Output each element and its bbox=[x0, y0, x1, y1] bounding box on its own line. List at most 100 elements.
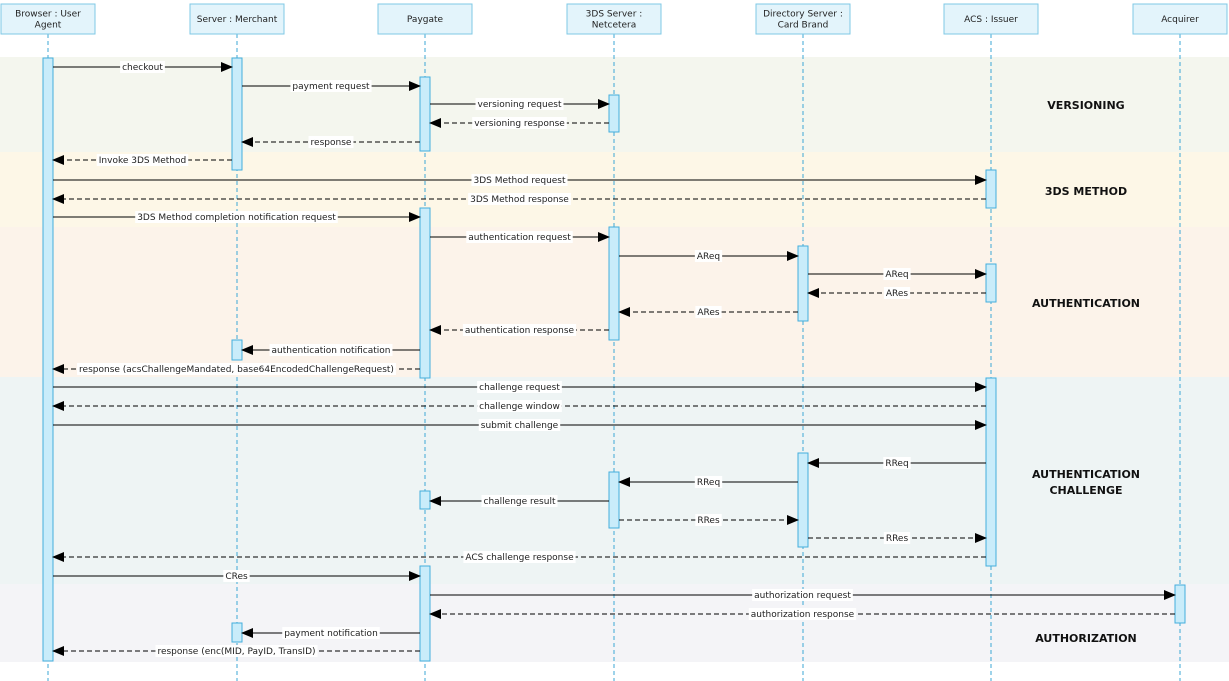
participant-box-ua bbox=[0, 3, 96, 35]
participant-name-acquirer: Acquirer bbox=[1161, 15, 1199, 25]
message-label-bg bbox=[694, 250, 723, 262]
participant-box-tds bbox=[566, 3, 662, 35]
message-label-bg bbox=[694, 476, 723, 488]
message-label: authentication notification bbox=[272, 346, 391, 356]
message-label: RReq bbox=[697, 478, 720, 488]
message-label-bg bbox=[472, 117, 567, 129]
message-label: authorization request bbox=[754, 591, 851, 601]
message-label-bg bbox=[883, 287, 911, 299]
activation-bar-paygate bbox=[419, 565, 431, 662]
participant-name-acs: ACS : Issuer bbox=[964, 15, 1018, 25]
message-label-bg bbox=[477, 381, 562, 393]
activation-bar-acs bbox=[985, 169, 997, 209]
participant-box-merchant bbox=[189, 3, 285, 35]
message-label: 3DS Method completion notification reque… bbox=[137, 213, 336, 223]
message-label: ARes bbox=[886, 289, 909, 299]
participant-box-ds bbox=[755, 3, 851, 35]
message-label-bg bbox=[120, 61, 165, 73]
message-label-bg bbox=[269, 344, 393, 356]
message-label: authentication request bbox=[468, 233, 571, 243]
message-label-bg bbox=[883, 457, 911, 469]
message-label: response (enc(MID, PayID, TransID) bbox=[157, 647, 315, 657]
message-label: ARes bbox=[697, 308, 720, 318]
message-label: RRes bbox=[886, 534, 909, 544]
activation-bar-merchant bbox=[231, 57, 243, 171]
participant-name-paygate: Paygate bbox=[407, 15, 444, 25]
activation-bar-tds bbox=[608, 226, 620, 341]
phase-label-method: 3DS METHOD bbox=[1045, 185, 1127, 198]
participant-box-acs bbox=[943, 3, 1039, 35]
message-label: challenge window bbox=[479, 402, 560, 412]
message-label: CRes bbox=[225, 572, 248, 582]
message-label: RRes bbox=[697, 516, 720, 526]
activation-bar-ds bbox=[797, 452, 809, 548]
activation-bar-tds bbox=[608, 471, 620, 529]
message-label-bg bbox=[282, 627, 380, 639]
phase-label-versioning: VERSIONING bbox=[1047, 99, 1124, 112]
message-label: AReq bbox=[697, 252, 720, 262]
message-label: Invoke 3DS Method bbox=[99, 156, 186, 166]
activation-bar-acs bbox=[985, 377, 997, 567]
message-label-bg bbox=[883, 268, 911, 280]
message-label-bg bbox=[695, 306, 722, 318]
activation-bar-merchant bbox=[231, 622, 243, 643]
participant-name-tds: Netcetera bbox=[592, 21, 637, 31]
activation-bar-acs bbox=[985, 263, 997, 303]
phase-label-authorization: AUTHORIZATION bbox=[1035, 632, 1137, 645]
message-label: payment request bbox=[292, 82, 370, 92]
message-label: payment notification bbox=[284, 629, 378, 639]
activation-bar-merchant bbox=[231, 339, 243, 361]
participant-name-ds: Directory Server : bbox=[763, 10, 843, 20]
message-label-bg bbox=[695, 514, 722, 526]
phase-label-authentication: AUTHENTICATION bbox=[1032, 297, 1140, 310]
message-label-bg bbox=[463, 551, 576, 563]
activation-bar-ua bbox=[42, 57, 54, 662]
participant-box-paygate bbox=[377, 3, 473, 35]
participant-box-acquirer bbox=[1132, 3, 1228, 35]
participant-name-tds: 3DS Server : bbox=[586, 10, 643, 20]
participant-name-merchant: Server : Merchant bbox=[197, 15, 278, 25]
message-label: versioning response bbox=[474, 119, 565, 129]
activation-bar-acquirer bbox=[1174, 584, 1186, 624]
message-label-bg bbox=[290, 80, 372, 92]
message-label: challenge result bbox=[484, 497, 556, 507]
message-label: response (acsChallengeMandated, base64En… bbox=[79, 365, 394, 375]
message-label-bg bbox=[883, 532, 911, 544]
message-label-bg bbox=[752, 589, 853, 601]
activation-bar-paygate bbox=[419, 207, 431, 379]
message-label-bg bbox=[77, 363, 396, 375]
message-label-bg bbox=[466, 231, 573, 243]
message-label-bg bbox=[96, 154, 189, 166]
message-label: RReq bbox=[885, 459, 908, 469]
message-label-bg bbox=[462, 324, 577, 336]
message-label-bg bbox=[481, 495, 558, 507]
message-label: checkout bbox=[122, 63, 163, 73]
activation-bar-tds bbox=[608, 94, 620, 133]
activation-bar-paygate bbox=[419, 76, 431, 152]
message-label: submit challenge bbox=[481, 421, 559, 431]
message-label: authentication response bbox=[465, 326, 575, 336]
activation-bar-ds bbox=[797, 245, 809, 322]
message-label-bg bbox=[155, 645, 318, 657]
participant-name-ua: Browser : User bbox=[15, 10, 81, 20]
message-label-bg bbox=[478, 419, 561, 431]
message-label: 3DS Method response bbox=[470, 195, 569, 205]
message-label: versioning request bbox=[478, 100, 562, 110]
message-label-bg bbox=[468, 193, 571, 205]
phase-label-challenge: CHALLENGE bbox=[1049, 484, 1122, 497]
message-label: response bbox=[311, 138, 352, 148]
phase-label-challenge: AUTHENTICATION bbox=[1032, 468, 1140, 481]
message-label-bg bbox=[475, 98, 564, 110]
activation-bar-paygate bbox=[419, 490, 431, 510]
participant-name-ds: Card Brand bbox=[778, 21, 829, 31]
message-label: 3DS Method request bbox=[473, 176, 566, 186]
message-label: AReq bbox=[885, 270, 908, 280]
message-label: ACS challenge response bbox=[465, 553, 574, 563]
message-label-bg bbox=[135, 211, 338, 223]
message-label: authorization response bbox=[751, 610, 855, 620]
message-label-bg bbox=[223, 570, 250, 582]
message-label-bg bbox=[748, 608, 857, 620]
message-label-bg bbox=[477, 400, 562, 412]
message-label: challenge request bbox=[479, 383, 560, 393]
